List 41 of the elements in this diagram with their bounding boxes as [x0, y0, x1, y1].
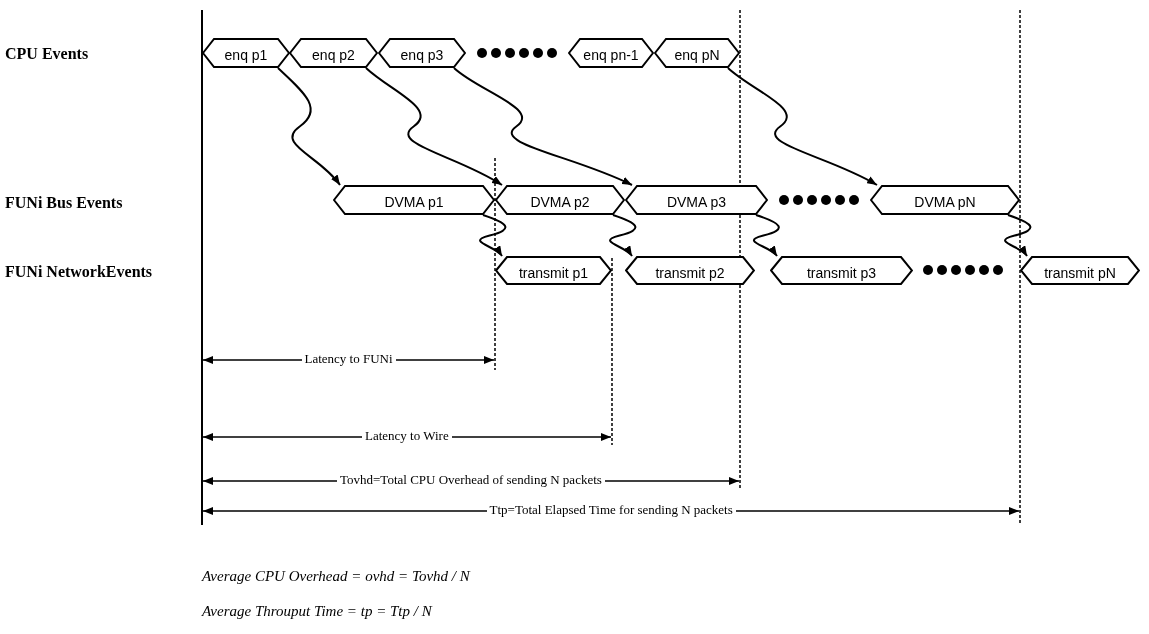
event-label: enq p3 — [399, 46, 445, 64]
arrow — [753, 214, 780, 257]
arrow — [365, 67, 503, 186]
event-label: transmit pN — [1043, 264, 1117, 282]
event-hexagon — [378, 38, 466, 68]
event-label: enq pN — [673, 46, 721, 64]
event-label: enq p1 — [223, 46, 269, 64]
event-hexagon — [568, 38, 654, 68]
dimension-label: Tovhd=Total CPU Overhead of sending N packets — [337, 472, 605, 488]
arrow — [609, 214, 637, 257]
arrow — [453, 67, 633, 186]
row-label: FUNi NetworkEvents — [5, 263, 153, 281]
event-hexagon — [202, 38, 290, 68]
row-label: FUNi Bus Events — [5, 194, 123, 212]
event-label: enq pn-1 — [582, 46, 640, 64]
event-hexagon — [1020, 256, 1140, 285]
row-label: CPU Events — [5, 45, 89, 63]
event-label: enq p2 — [311, 46, 356, 64]
event-hexagon — [654, 38, 740, 68]
event-label: DVMA pN — [913, 193, 977, 211]
event-label: transmit p3 — [805, 264, 878, 282]
event-hexagon — [289, 38, 378, 68]
event-hexagon — [495, 256, 612, 285]
event-hexagon — [870, 185, 1020, 215]
event-hexagon — [625, 185, 768, 215]
dimension-label: Ttp=Total Elapsed Time for sending N packets — [486, 502, 736, 518]
event-hexagon — [495, 185, 625, 215]
arrow — [1004, 214, 1032, 257]
arrow — [277, 67, 341, 186]
event-hexagon — [333, 185, 495, 215]
arrow — [479, 214, 507, 257]
formula-text: Average CPU Overhead = ovhd = Tovhd / N — [202, 568, 470, 585]
arrow — [727, 67, 878, 186]
event-label: DVMA p2 — [529, 193, 591, 211]
event-label: DVMA p1 — [383, 193, 445, 211]
event-label: transmit p2 — [654, 264, 726, 282]
event-hexagon — [625, 256, 755, 285]
formula-text: Average Throuput Time = tp = Ttp / N — [202, 603, 432, 620]
event-label: transmit p1 — [517, 264, 590, 282]
event-hexagon — [770, 256, 913, 285]
event-label: DVMA p3 — [665, 193, 728, 211]
